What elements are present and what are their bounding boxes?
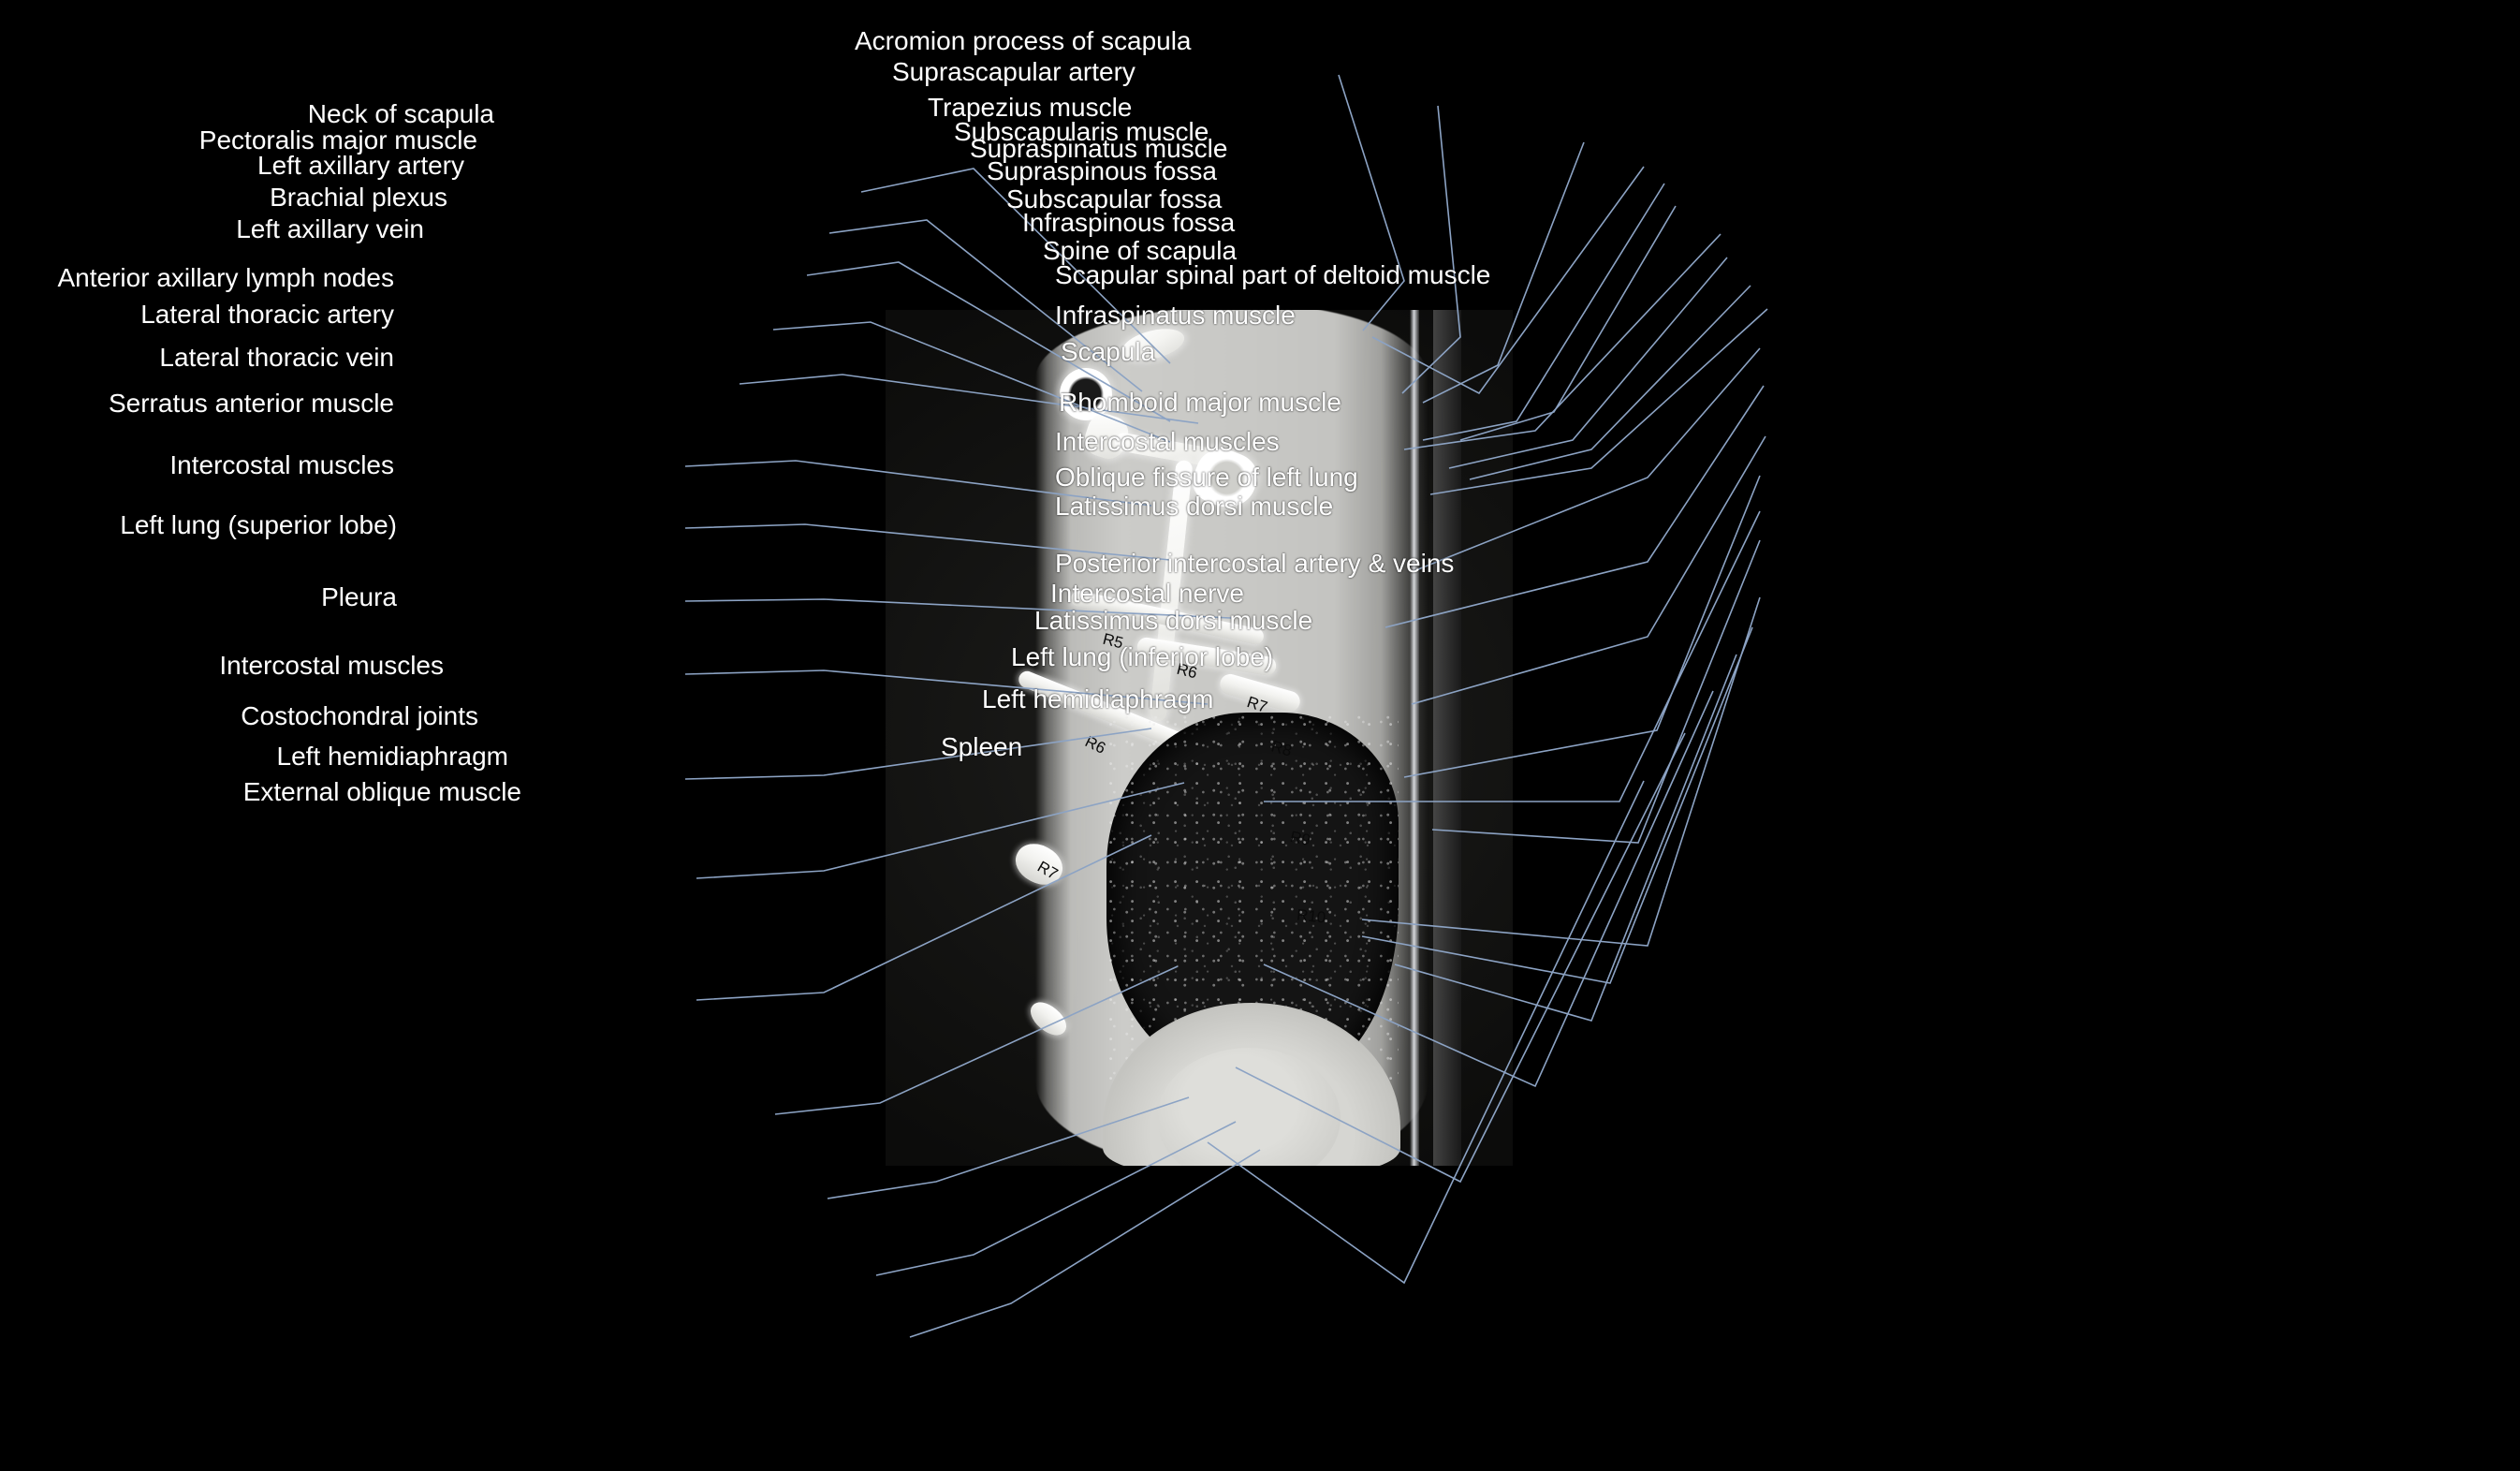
label-left-lung-inferior-lobe[interactable]: Left lung (inferior lobe) <box>1011 642 1274 671</box>
label-infraspinous-fossa[interactable]: Infraspinous fossa <box>1022 208 1236 237</box>
label-scapular-spinal-part-of-deltoid-muscle[interactable]: Scapular spinal part of deltoid muscle <box>1055 260 1491 289</box>
label-left-hemidiaphragm-left[interactable]: Left hemidiaphragm <box>276 742 508 771</box>
label-left-axillary-artery[interactable]: Left axillary artery <box>257 151 464 180</box>
label-acromion-process-of-scapula[interactable]: Acromion process of scapula <box>855 26 1192 55</box>
label-spine-of-scapula[interactable]: Spine of scapula <box>1043 236 1238 265</box>
label-lateral-thoracic-artery[interactable]: Lateral thoracic artery <box>140 300 394 329</box>
leader-external-oblique-muscle <box>909 1149 1261 1338</box>
rib-marker-r10: R10 <box>1296 905 1327 927</box>
label-posterior-intercostal-artery-veins[interactable]: Posterior intercostal artery & veins <box>1055 549 1455 578</box>
label-left-axillary-vein[interactable]: Left axillary vein <box>236 214 424 243</box>
rib-marker-r9: R9 <box>1288 827 1312 850</box>
label-oblique-fissure-of-left-lung[interactable]: Oblique fissure of left lung <box>1055 463 1358 492</box>
ct-posterior-skin-line <box>1410 310 1419 1166</box>
label-pectoralis-major-muscle[interactable]: Pectoralis major muscle <box>198 125 477 154</box>
label-subscapular-fossa[interactable]: Subscapular fossa <box>1006 184 1223 213</box>
label-spleen[interactable]: Spleen <box>941 732 1023 761</box>
label-trapezius-muscle[interactable]: Trapezius muscle <box>928 93 1133 122</box>
label-costochondral-joints[interactable]: Costochondral joints <box>241 701 478 730</box>
label-external-oblique-muscle[interactable]: External oblique muscle <box>242 777 521 806</box>
label-subscapularis-muscle[interactable]: Subscapularis muscle <box>954 117 1209 146</box>
label-intercostal-muscles-lower[interactable]: Intercostal muscles <box>219 651 444 680</box>
label-supraspinatus-muscle[interactable]: Supraspinatus muscle <box>970 134 1228 163</box>
label-pleura[interactable]: Pleura <box>321 582 397 611</box>
label-brachial-plexus[interactable]: Brachial plexus <box>270 183 447 212</box>
label-latissimus-dorsi-muscle-upper[interactable]: Latissimus dorsi muscle <box>1055 492 1334 521</box>
label-infraspinatus-muscle[interactable]: Infraspinatus muscle <box>1055 301 1296 330</box>
label-anterior-axillary-lymph-nodes[interactable]: Anterior axillary lymph nodes <box>57 263 395 292</box>
label-intercostal-nerve[interactable]: Intercostal nerve <box>1050 579 1244 608</box>
ct-posterior-air-strip <box>1433 310 1461 1166</box>
label-intercostal-muscles-upper[interactable]: Intercostal muscles <box>169 450 394 479</box>
leader-acromion-process-of-scapula <box>1338 74 1405 331</box>
label-intercostal-muscles-right[interactable]: Intercostal muscles <box>1055 427 1280 456</box>
label-latissimus-dorsi-muscle-lower[interactable]: Latissimus dorsi muscle <box>1034 606 1313 635</box>
label-lateral-thoracic-vein[interactable]: Lateral thoracic vein <box>159 343 394 372</box>
label-serratus-anterior-muscle[interactable]: Serratus anterior muscle <box>108 389 394 418</box>
label-neck-of-scapula[interactable]: Neck of scapula <box>307 99 494 128</box>
label-scapula[interactable]: Scapula <box>1061 337 1156 366</box>
label-supraspinous-fossa[interactable]: Supraspinous fossa <box>987 156 1217 185</box>
label-suprascapular-artery[interactable]: Suprascapular artery <box>892 57 1135 86</box>
label-left-hemidiaphragm-right[interactable]: Left hemidiaphragm <box>982 684 1214 713</box>
label-left-lung-superior-lobe[interactable]: Left lung (superior lobe) <box>120 510 397 539</box>
label-rhomboid-major-muscle[interactable]: Rhomboid major muscle <box>1059 388 1341 417</box>
